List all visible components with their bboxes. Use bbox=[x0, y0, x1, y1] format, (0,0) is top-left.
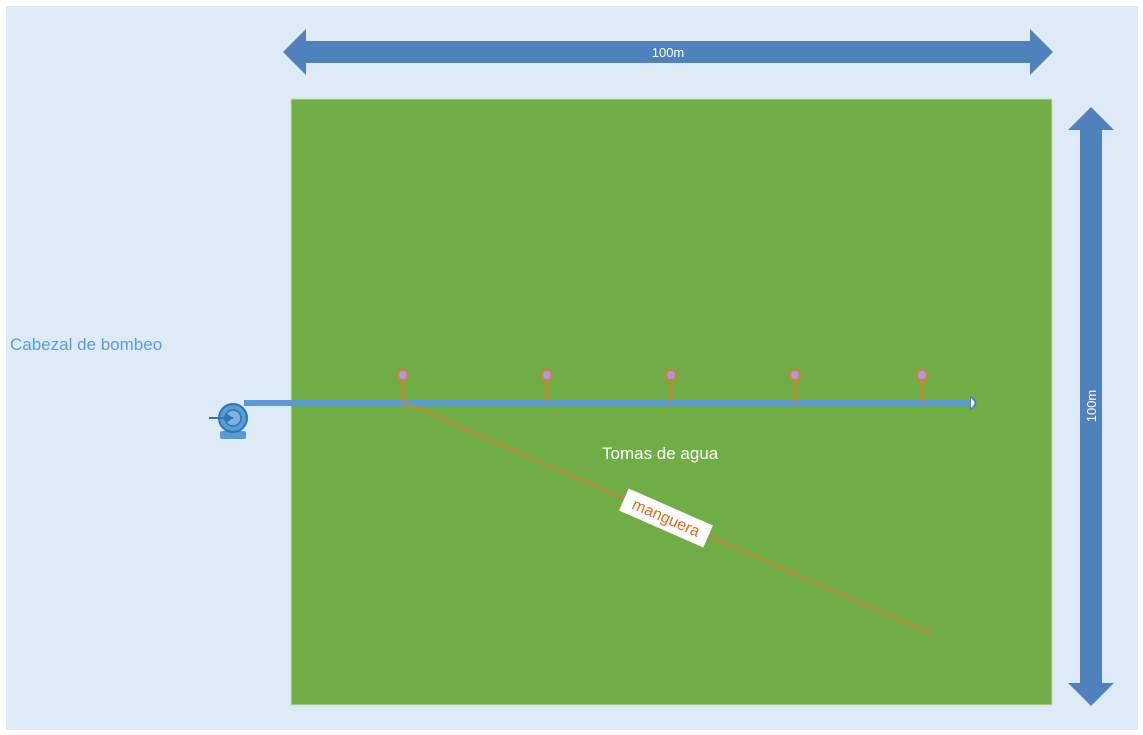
water-outlet-icon bbox=[397, 369, 409, 402]
water-outlets-group bbox=[397, 369, 928, 402]
pipe-end-cap-icon bbox=[970, 396, 977, 410]
width-dimension-label: 100m bbox=[652, 45, 685, 60]
width-dimension-arrow: 100m bbox=[283, 29, 1053, 75]
water-outlet-icon bbox=[541, 369, 553, 402]
water-outlets-label: Tomas de agua bbox=[602, 444, 719, 463]
water-outlet-icon bbox=[916, 369, 928, 402]
height-dimension-label: 100m bbox=[1084, 390, 1099, 423]
water-outlet-icon bbox=[665, 369, 677, 402]
water-outlet-icon bbox=[789, 369, 801, 402]
main-pipe bbox=[244, 400, 972, 406]
pump-head-label: Cabezal de bombeo bbox=[10, 335, 162, 354]
height-dimension-arrow: 100m bbox=[1068, 107, 1114, 706]
pump-icon bbox=[209, 403, 248, 439]
